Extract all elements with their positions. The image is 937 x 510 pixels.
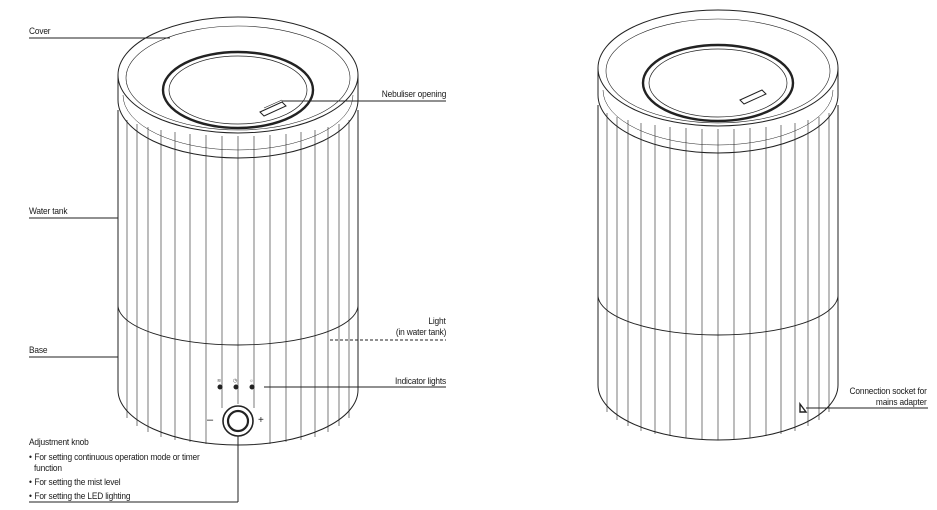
connection-socket: [799, 401, 808, 413]
svg-text:≋: ≋: [217, 378, 221, 384]
back-view-humidifier: [597, 9, 839, 441]
connection-socket-label-line1: Connection socket for: [849, 386, 927, 397]
knob-function-item-cont: function: [34, 463, 62, 474]
knob-minus-sign: –: [207, 414, 213, 426]
front-view-humidifier: ≋ ◷ ☼: [117, 16, 359, 502]
tank-ribs: [126, 120, 350, 444]
leader-lines: [29, 37, 928, 503]
connection-socket-label-line2: mains adapter: [876, 397, 927, 408]
nebuliser-opening-label: Nebuliser opening: [381, 89, 447, 100]
knob-plus-sign: +: [258, 415, 264, 426]
knob-function-item: For setting continuous operation mode or…: [29, 452, 199, 463]
svg-text:◷: ◷: [233, 378, 238, 384]
adjustment-knob: [222, 405, 254, 437]
nebuliser-opening: [161, 50, 315, 130]
light-label: Light: [428, 316, 446, 327]
base-label: Base: [29, 345, 48, 356]
svg-text:☼: ☼: [249, 378, 254, 384]
indicator-lights-label: Indicator lights: [394, 376, 446, 387]
light-sub-label: (in water tank): [395, 327, 447, 338]
indicator-lights: ≋ ◷ ☼: [217, 378, 255, 390]
cover-label: Cover: [29, 26, 51, 37]
water-tank-label: Water tank: [29, 206, 68, 217]
knob-function-item: For setting the LED lighting: [29, 491, 130, 502]
knob-function-item: For setting the mist level: [29, 477, 120, 488]
adjustment-knob-label: Adjustment knob: [29, 437, 89, 448]
